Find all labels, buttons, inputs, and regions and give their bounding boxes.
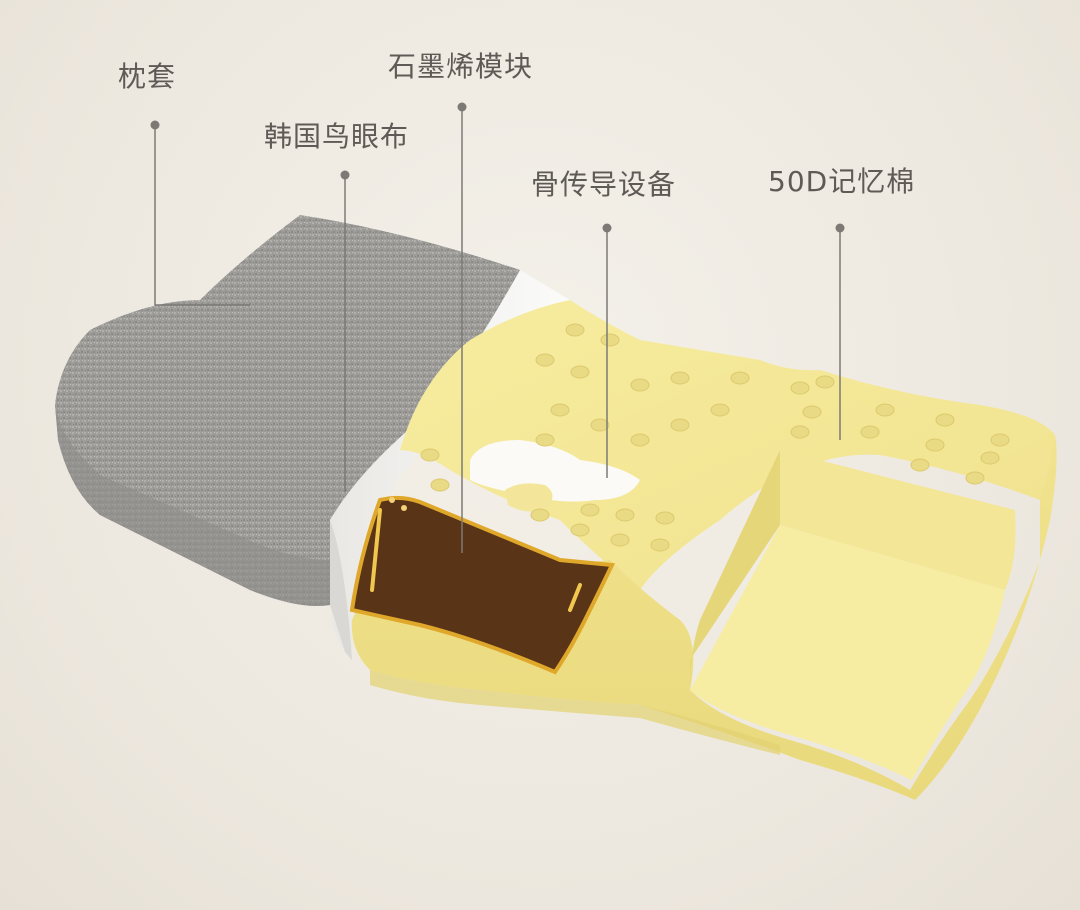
leader-lines	[154, 107, 841, 553]
leader-dot-icon	[835, 223, 845, 233]
leader-dot-icon	[150, 120, 160, 130]
callout-pillowcase: 枕套	[118, 60, 177, 93]
leader-dot-icon	[340, 170, 350, 180]
leader-dot-icon	[457, 102, 467, 112]
callout-memory-foam: 50D记忆棉	[768, 165, 916, 198]
callout-birdseye-fabric: 韩国鸟眼布	[264, 120, 410, 153]
callout-graphene-module: 石墨烯模块	[388, 50, 534, 83]
leader-dot-icon	[602, 223, 612, 233]
pillowcase-fabric	[55, 215, 540, 606]
graphene-module	[349, 495, 616, 675]
callout-bone-conduction: 骨传导设备	[531, 168, 677, 201]
leader-line-pillowcase	[154, 125, 250, 306]
foam-nubs	[420, 323, 1010, 552]
leader-dots	[150, 102, 845, 233]
